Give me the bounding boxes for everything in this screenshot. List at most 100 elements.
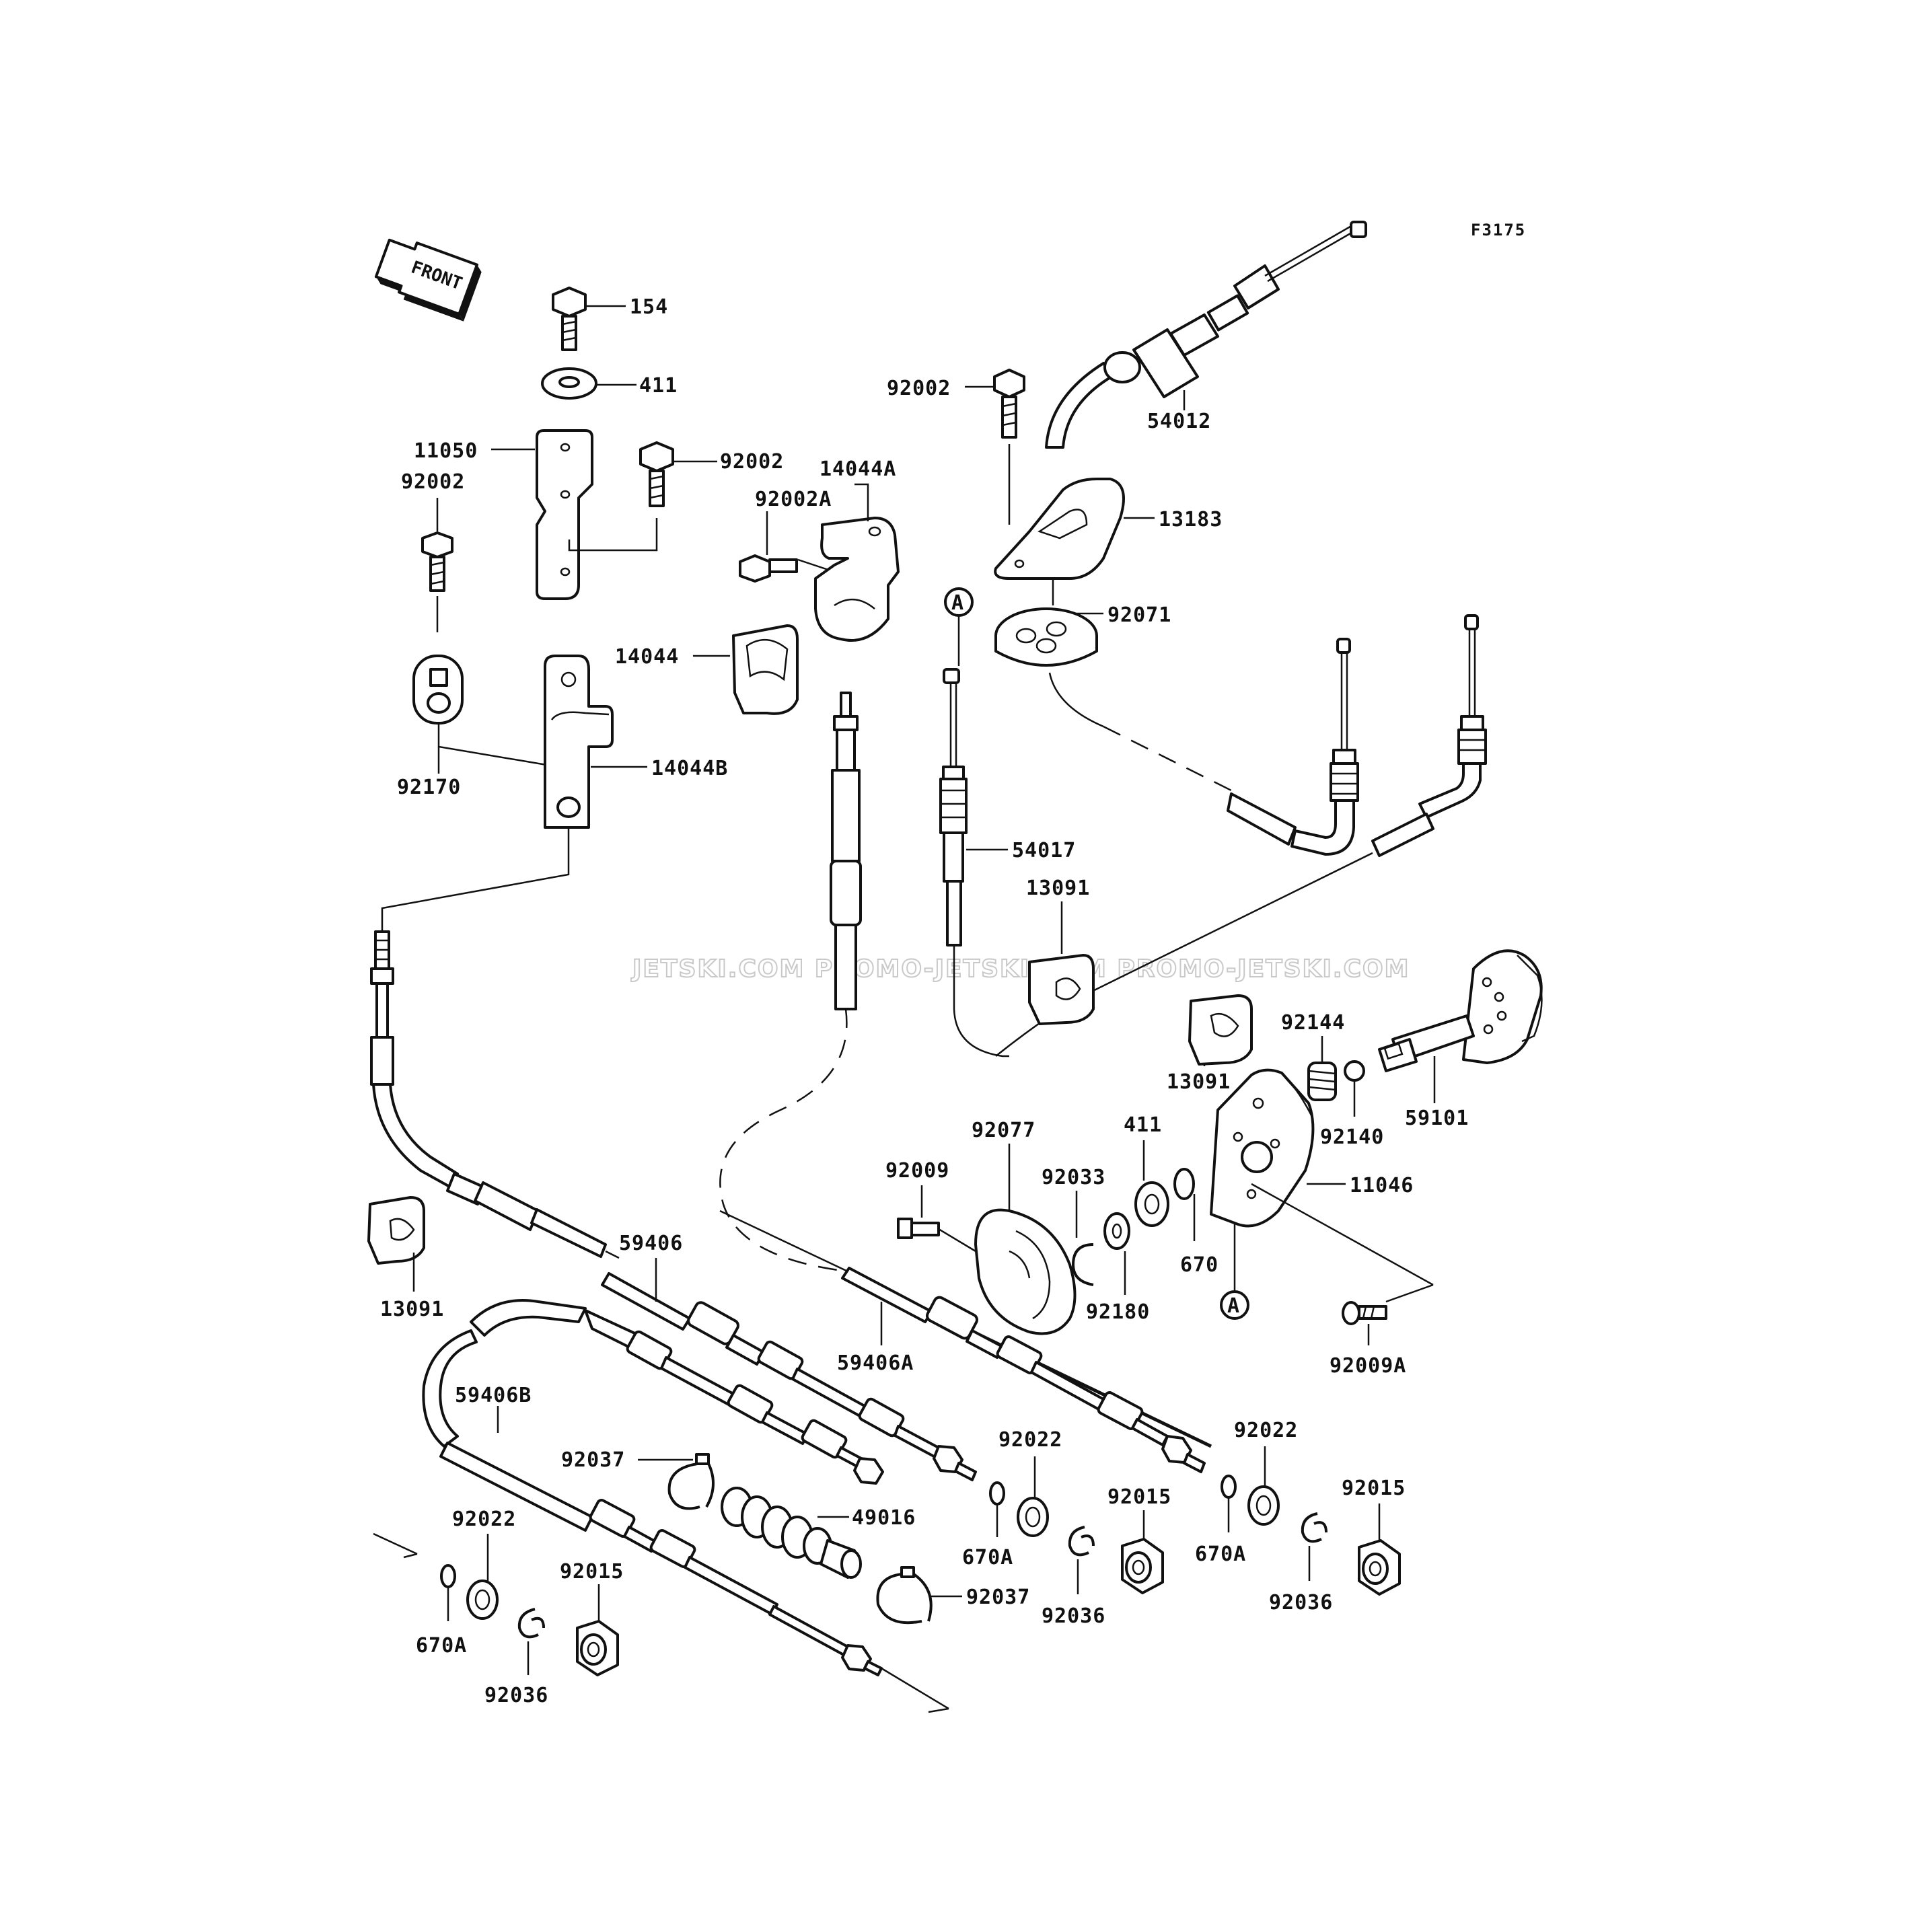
holder-14044 <box>693 624 799 715</box>
bolt-92002A <box>739 511 835 583</box>
label-59406: 59406 <box>619 1232 683 1255</box>
label-92037-a: 92037 <box>561 1448 625 1472</box>
cable-59406A-lower <box>841 1267 1206 1473</box>
holder-13091-left <box>367 1196 425 1292</box>
figure-code: F3175 <box>1471 221 1526 239</box>
boot-49016 <box>721 1487 862 1579</box>
label-13091-right: 13091 <box>1167 1070 1231 1094</box>
label-54012: 54012 <box>1147 410 1211 433</box>
cable-pair-right <box>995 614 1487 1057</box>
spring-92144 <box>1307 1036 1337 1101</box>
cable-59406-left <box>370 930 620 1259</box>
label-92002-mid: 92002 <box>720 450 784 474</box>
clip-92036-b <box>1068 1526 1095 1594</box>
label-92022-a: 92022 <box>452 1508 516 1531</box>
watermark: JETSKI.COM PROMO-JETSKI.COM PROMO-JETSKI… <box>630 955 1410 983</box>
label-92037-b: 92037 <box>966 1586 1030 1609</box>
oring-670A-b <box>989 1481 1005 1537</box>
bolt-92002-top <box>965 369 1025 525</box>
label-92036-c: 92036 <box>1269 1591 1333 1614</box>
label-670: 670 <box>1180 1253 1218 1277</box>
grommet-92071 <box>994 607 1232 792</box>
washer-92022-c <box>1247 1446 1280 1526</box>
label-13183: 13183 <box>1159 508 1223 531</box>
label-59406B: 59406B <box>455 1384 532 1407</box>
washer-411-mid <box>1134 1140 1169 1227</box>
label-92170: 92170 <box>397 776 461 799</box>
label-11046: 11046 <box>1350 1174 1414 1197</box>
label-670A-c: 670A <box>1195 1543 1246 1566</box>
callout-a-bottom-circle <box>1220 1290 1249 1320</box>
washer-92022-a <box>466 1534 499 1620</box>
label-154: 154 <box>630 295 668 319</box>
label-92015-a: 92015 <box>560 1560 624 1584</box>
front-arrow-icon: FRONT <box>374 238 482 322</box>
clamp-92037-b <box>876 1566 962 1625</box>
cable-54012 <box>1045 221 1367 449</box>
label-670A-a: 670A <box>416 1634 467 1658</box>
cable-54017: A <box>939 587 1009 1057</box>
label-92009: 92009 <box>885 1159 949 1183</box>
label-670A-b: 670A <box>962 1546 1013 1569</box>
label-11050: 11050 <box>414 439 478 463</box>
label-411-mid: 411 <box>1124 1113 1162 1137</box>
label-92022-c: 92022 <box>1234 1419 1298 1442</box>
housing-11046 <box>1210 1068 1434 1303</box>
label-92036-b: 92036 <box>1042 1604 1105 1628</box>
plate-13183 <box>994 478 1155 605</box>
washer-411-top <box>541 367 636 400</box>
label-92022-b: 92022 <box>998 1428 1062 1452</box>
label-92144: 92144 <box>1281 1011 1345 1035</box>
label-92009A: 92009A <box>1330 1354 1406 1378</box>
bracket-11050 <box>491 429 593 600</box>
knob-92077 <box>974 1144 1077 1335</box>
label-92015-b: 92015 <box>1107 1485 1171 1509</box>
label-92071: 92071 <box>1107 603 1171 627</box>
label-411-top: 411 <box>639 374 678 398</box>
bolt-154 <box>552 287 626 351</box>
clamp-92037-a <box>638 1453 715 1510</box>
oring-670A-c <box>1221 1475 1237 1532</box>
holder-13091-center <box>1028 901 1095 1025</box>
label-59406A: 59406A <box>837 1351 914 1375</box>
screw-92009A <box>1342 1301 1387 1345</box>
cable-59406 <box>601 1258 977 1481</box>
clip-92036-a <box>517 1608 545 1675</box>
oring-670 <box>1173 1168 1196 1241</box>
clip-92036-c <box>1301 1512 1327 1581</box>
label-92002-top: 92002 <box>887 377 951 400</box>
bolt-92002-left <box>421 498 453 632</box>
label-92002-left: 92002 <box>401 470 465 494</box>
label-14044A: 14044A <box>820 457 896 481</box>
label-92015-c: 92015 <box>1342 1477 1406 1500</box>
label-59101: 59101 <box>1405 1107 1469 1130</box>
washer-92022-b <box>1017 1456 1049 1537</box>
ball-92140 <box>1344 1060 1365 1117</box>
label-92002A: 92002A <box>755 488 832 511</box>
label-54017: 54017 <box>1012 839 1076 862</box>
nut-92015-a <box>576 1584 619 1676</box>
washer-92180 <box>1103 1212 1130 1295</box>
label-92140: 92140 <box>1320 1125 1384 1149</box>
holder-13091-right <box>1188 994 1253 1066</box>
nut-92015-c <box>1358 1503 1401 1596</box>
label-92077: 92077 <box>972 1119 1035 1142</box>
label-49016: 49016 <box>852 1506 916 1530</box>
grommet-92170 <box>412 655 559 774</box>
label-13091-center: 13091 <box>1026 877 1090 900</box>
cable-59406B <box>373 1299 949 1713</box>
bracket-14044B <box>381 655 647 932</box>
label-92180: 92180 <box>1086 1300 1150 1324</box>
label-92033: 92033 <box>1042 1166 1105 1189</box>
callout-a-top: A <box>951 591 964 615</box>
bolt-92002-mid <box>568 441 717 552</box>
oring-670A-a <box>440 1564 456 1621</box>
label-13091-left: 13091 <box>380 1298 444 1321</box>
screw-92009 <box>897 1185 976 1253</box>
callout-a-bottom: A <box>1227 1294 1240 1318</box>
shaft-59101 <box>1378 949 1543 1103</box>
nut-92015-b <box>1121 1510 1164 1594</box>
label-14044B: 14044B <box>651 757 728 780</box>
